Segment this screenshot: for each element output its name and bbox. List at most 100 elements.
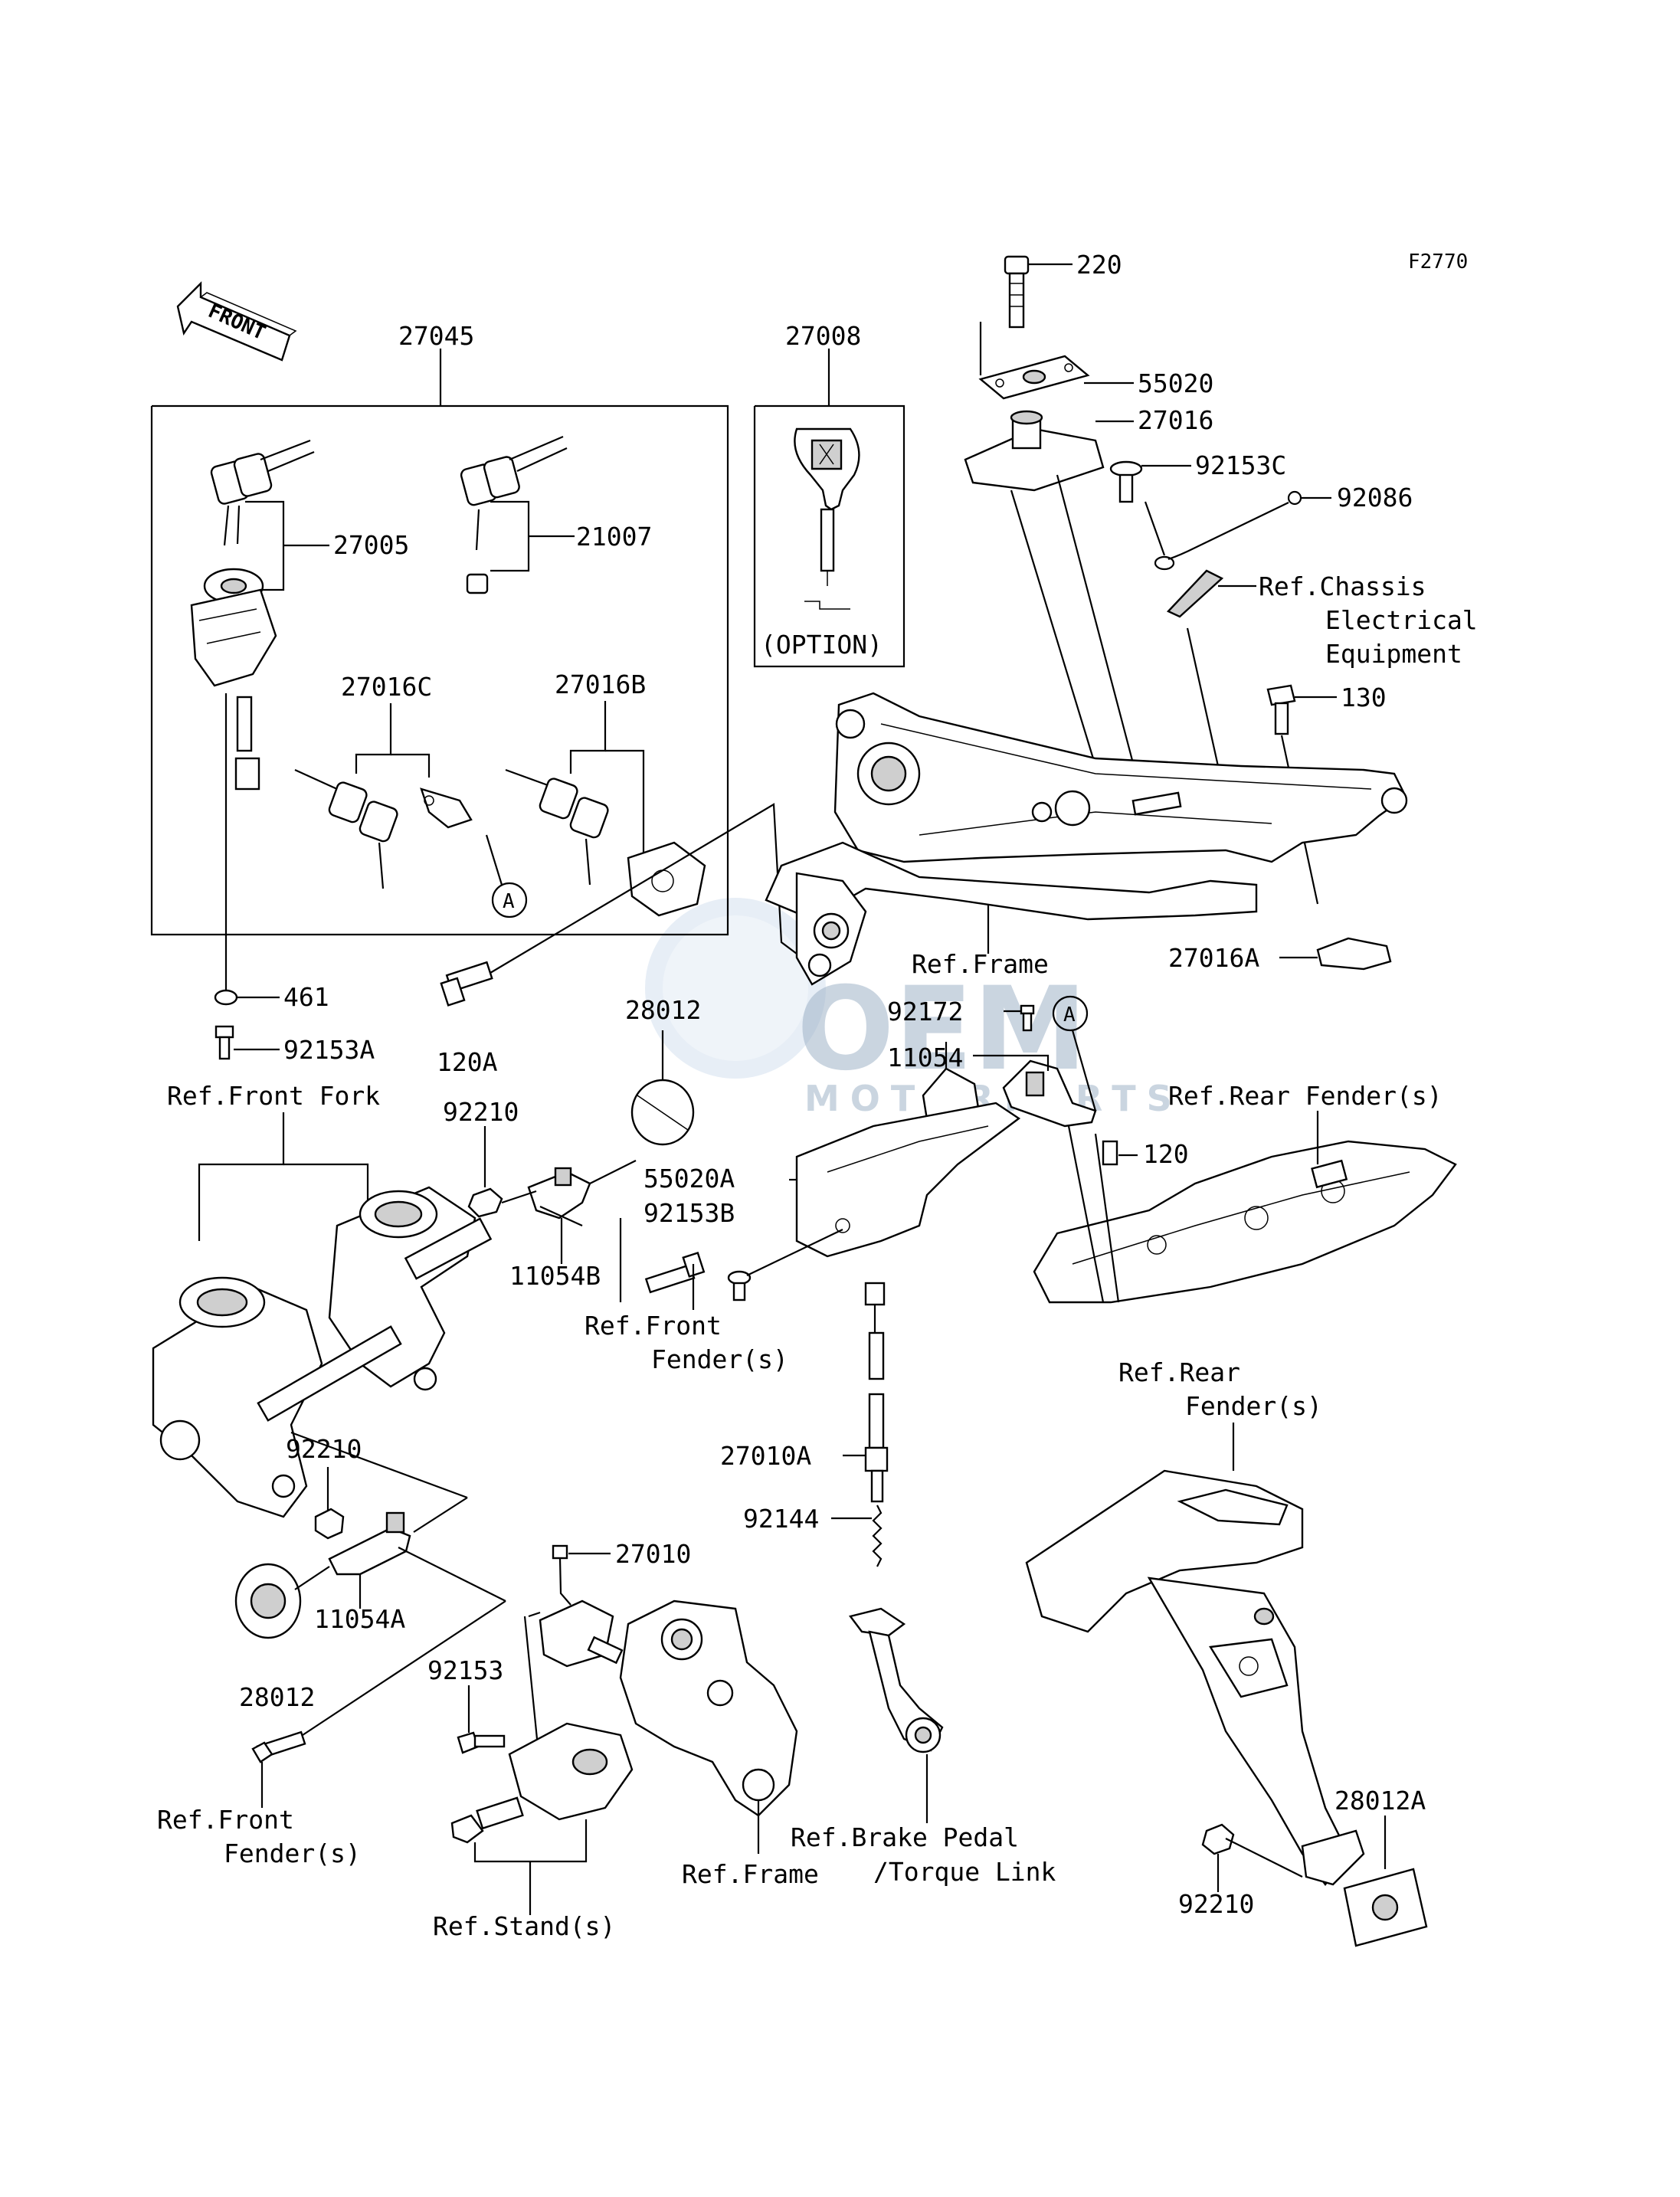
chassis-electrical-bracket [1166,569,1224,618]
washer-461 [214,989,238,1006]
key-set-27016C [294,768,473,889]
brake-pedal [848,1607,944,1753]
part-27016-label: 27016 [1138,405,1213,435]
bolt-front-fender-mid [644,1251,706,1294]
plate-55020 [978,355,1090,400]
part-92144-label: 92144 [743,1504,819,1534]
ref-stand: Ref.Stand(s) [433,1911,615,1941]
part-461-label: 461 [283,982,329,1012]
ref-front-fender-mid-1: Ref.Front [585,1311,722,1341]
part-11054B-label: 11054B [509,1261,601,1291]
stand-bracket [508,1722,634,1821]
seat-hook-27016A [1316,937,1392,971]
main-frame [765,692,1408,986]
part-92210-label-c: 92210 [1178,1889,1254,1919]
bracket-11054A [328,1511,411,1576]
callout-a-circle [491,882,528,918]
screw-92172 [1020,1004,1035,1032]
screw-92153A [215,1025,234,1060]
ref-frame-bottom: Ref.Frame [682,1859,819,1889]
brake-switch-27010A [864,1282,889,1503]
part-130-label: 130 [1341,683,1387,712]
ref-front-fender-bottom-2: Fender(s) [224,1838,361,1868]
part-92153-label: 92153 [427,1655,503,1685]
part-55020A-label: 55020A [644,1164,735,1193]
ref-brake-pedal-2: /Torque Link [873,1857,1056,1887]
part-11054A-label: 11054A [314,1604,405,1634]
nut-92210-a [467,1187,503,1218]
bracket-11054B [527,1167,591,1220]
spring-92144 [872,1505,883,1567]
seat-lock-27016 [964,410,1105,492]
option-key-group: 27008 (OPTION) [753,321,905,668]
front-direction-arrow: FRONT [176,281,297,362]
nut-92210-b [314,1508,345,1540]
part-55020-label: 55020 [1138,368,1213,398]
part-11054-label: 11054 [887,1043,963,1072]
ignition-kit-group: 27045 27005 [150,321,729,996]
part-92153B-label: 92153B [644,1198,735,1228]
rear-subframe [1033,1140,1457,1304]
part-120-label: 120 [1143,1139,1189,1169]
key-set-21007 [460,435,568,594]
part-92153A-label: 92153A [283,1035,375,1065]
callout-a-label: A [503,890,515,913]
rear-fender-bracket [1025,1469,1365,1886]
part-28012A-label: 28012A [1335,1786,1426,1816]
bolt-120A [440,961,493,1007]
ref-rear-fender-top: Ref.Rear Fender(s) [1168,1081,1443,1111]
callout-a-circle-2 [1052,995,1089,1032]
part-21007-label: 21007 [576,522,652,552]
key-set-27005 [210,439,315,546]
front-fork-clamp [152,1186,493,1518]
cable-92086 [1154,490,1302,571]
ref-frame-top: Ref.Frame [912,949,1049,979]
part-92210-label-b: 92210 [286,1434,362,1464]
ref-front-fender-mid-2: Fender(s) [651,1344,788,1374]
part-27045-label: 27045 [398,321,474,351]
lower-frame-bracket [619,1599,798,1817]
part-27016B-label: 27016B [555,670,646,699]
bolt-120 [1102,1140,1118,1166]
ref-chassis-electrical-3: Equipment [1325,639,1462,669]
ref-rear-fender-bottom-2: Fender(s) [1185,1391,1322,1421]
screw-92153C [1109,460,1143,503]
part-27005-label: 27005 [333,530,409,560]
part-92210-label-a: 92210 [443,1097,519,1127]
bolt-130 [1266,684,1296,735]
callout-a-label-2: A [1063,1004,1076,1026]
ignition-switch [190,568,277,687]
bracket-11054 [1002,1059,1097,1128]
part-27016A-label: 27016A [1168,943,1259,973]
part-92172-label: 92172 [887,997,963,1026]
bolt-220 [1004,255,1030,329]
part-92153C-label: 92153C [1195,450,1286,480]
nut-92210-c [1201,1823,1235,1855]
ref-rear-fender-bottom-1: Ref.Rear [1118,1357,1240,1387]
emblem-28012A [1343,1868,1428,1947]
screw-92153 [457,1731,506,1754]
ref-front-fender-bottom-1: Ref.Front [157,1805,294,1835]
seat-lock-27016B [627,841,706,917]
part-27010-label: 27010 [615,1539,691,1569]
sidestand-switch-27010 [539,1544,624,1668]
ref-front-fork: Ref.Front Fork [167,1081,380,1111]
part-220-label: 220 [1076,250,1122,280]
part-120A-label: 120A [437,1047,498,1077]
stand-bolt [450,1796,524,1844]
part-27016C-label: 27016C [341,672,432,702]
part-28012-bottom-label: 28012 [239,1682,315,1712]
cover-55020A [795,1102,1021,1258]
ref-brake-pedal-1: Ref.Brake Pedal [791,1822,1019,1852]
part-27010A-label: 27010A [720,1441,811,1471]
figure-code: F2770 [1408,250,1468,273]
ref-chassis-electrical-2: Electrical [1325,605,1478,635]
part-27008-label: 27008 [785,321,861,351]
ref-chassis-electrical-1: Ref.Chassis [1259,571,1426,601]
part-28012-label-2: 28012 [625,995,701,1025]
key-set-27016B [505,768,609,886]
option-note: (OPTION) [761,630,883,660]
bolt-front-fender-bottom [251,1730,306,1763]
part-92086-label: 92086 [1337,483,1413,512]
